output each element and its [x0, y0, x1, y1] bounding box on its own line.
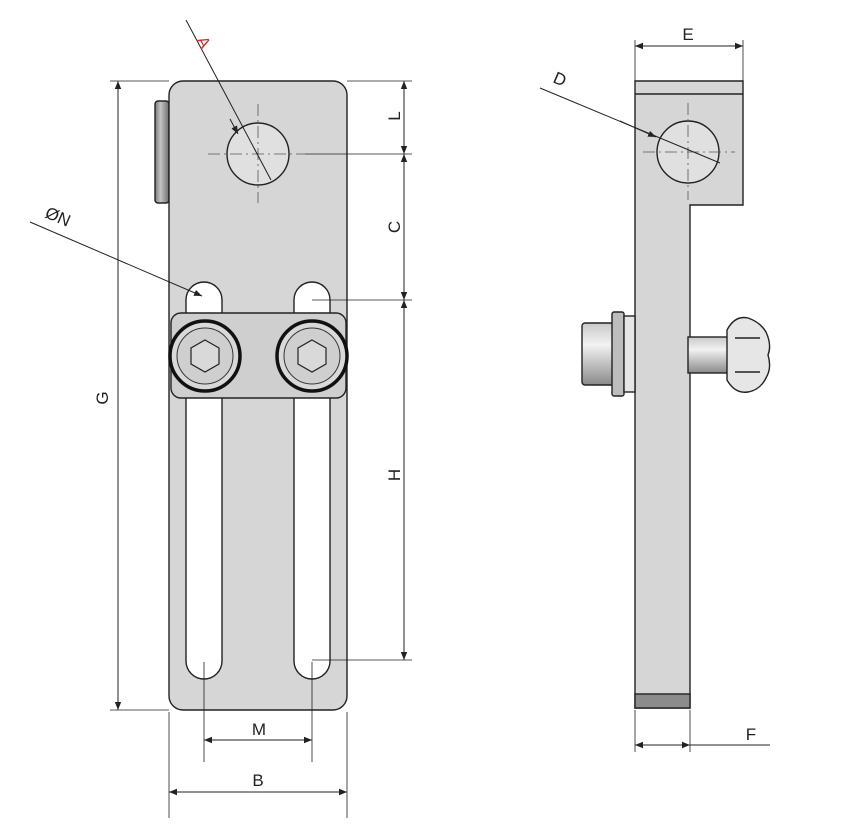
hex-screw-left [168, 319, 242, 393]
label-c: C [385, 221, 404, 233]
label-g: G [93, 391, 112, 404]
label-b: B [252, 771, 263, 790]
side-tab [154, 100, 170, 204]
side-view: D E F [539, 25, 771, 752]
label-a: A [192, 33, 214, 53]
washer [623, 315, 636, 393]
label-d: D [550, 68, 569, 90]
label-n: ØN [42, 203, 73, 230]
bottom-pad [634, 693, 691, 709]
front-view: A ØN G L C H M B [29, 19, 412, 818]
label-l: L [385, 111, 404, 120]
label-f: F [746, 725, 756, 744]
screw-shaft [687, 336, 729, 374]
wing-knob [726, 316, 771, 393]
label-h: H [385, 469, 404, 481]
label-m: M [252, 720, 266, 739]
nut [611, 311, 625, 397]
hex-screw-right [275, 319, 349, 393]
label-e: E [682, 25, 693, 44]
